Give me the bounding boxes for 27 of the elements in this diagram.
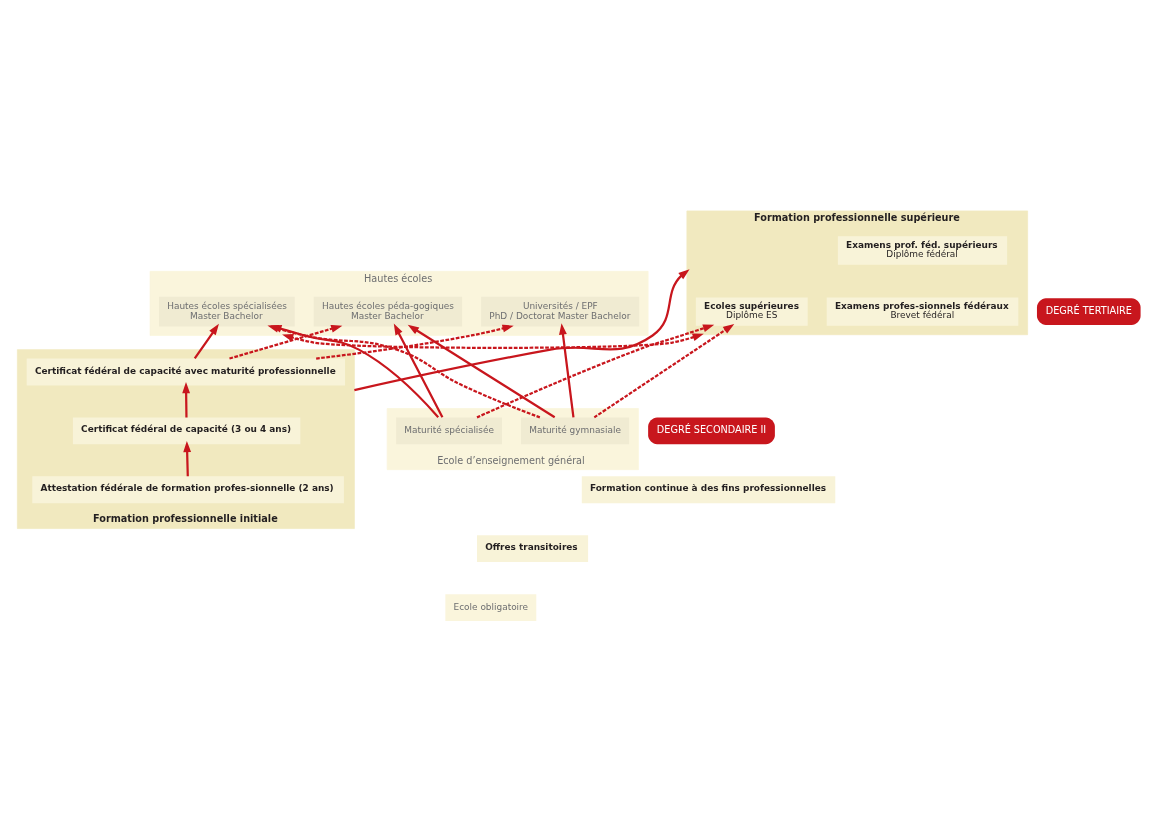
node-box: Ecoles supérieures Diplôme ES bbox=[695, 296, 808, 326]
node-box: Ecole obligatoire bbox=[445, 593, 537, 621]
label: DEGRÉ SECONDAIRE II bbox=[656, 423, 767, 435]
arrow bbox=[593, 323, 735, 418]
arrow bbox=[282, 333, 704, 349]
arrow bbox=[407, 324, 556, 418]
node-box: Hautes écoles péda-gogiques Master Bachelor bbox=[313, 296, 463, 326]
arrow bbox=[559, 322, 575, 417]
arrow bbox=[316, 324, 514, 360]
arrow bbox=[354, 268, 690, 391]
arrow bbox=[182, 381, 191, 417]
arrow bbox=[393, 323, 444, 418]
node-box: Maturité gymnasiale bbox=[521, 416, 630, 444]
node-box: Examens prof. féd. supérieurs Diplôme fédéral bbox=[837, 235, 1008, 265]
node-box: Universités / EPF PhD / Doctorat Master Bachelor bbox=[481, 296, 640, 326]
node-box: Attestation fédérale de formation profes-sionnelle (2 ans) bbox=[32, 475, 344, 503]
node-box: Offres transitoires bbox=[477, 534, 589, 562]
arrow bbox=[183, 440, 192, 476]
node-box: Maturité spécialisée bbox=[396, 416, 502, 444]
arrow bbox=[476, 324, 715, 418]
arrow bbox=[193, 323, 219, 359]
node-box: Formation continue à des fins professionnelles bbox=[581, 475, 836, 503]
label: DEGRÉ TERTIAIRE bbox=[1045, 304, 1132, 316]
node-box: Certificat fédéral de capacité avec maturité professionnelle bbox=[26, 358, 346, 385]
node-box: Hautes écoles spécialisées Master Bachelor bbox=[159, 296, 295, 326]
node-box: Examens profes-sionnels fédéraux Brevet fédéral bbox=[826, 296, 1019, 326]
node-box: Certificat fédéral de capacité (3 ou 4 ans) bbox=[72, 416, 301, 444]
